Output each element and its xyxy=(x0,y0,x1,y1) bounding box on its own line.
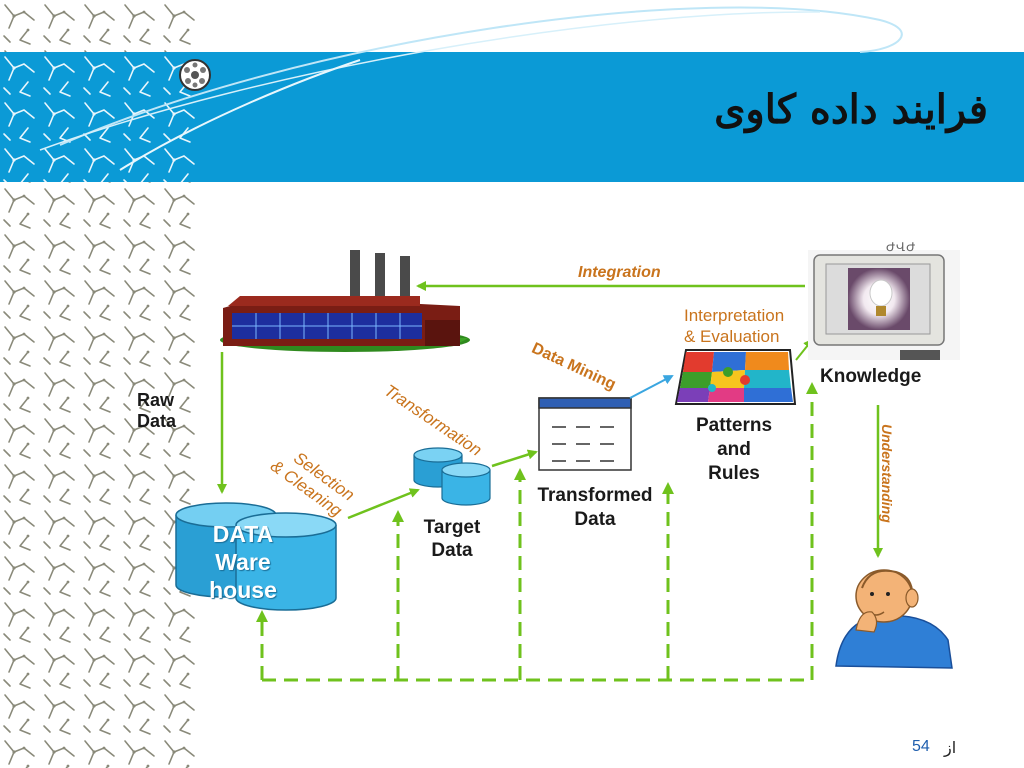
patterns-rules-line: and xyxy=(717,439,751,460)
thinking-person-icon xyxy=(835,569,953,669)
step-interpretation-line: Interpretation xyxy=(684,306,785,325)
page-of-label: از xyxy=(944,738,957,757)
target-data-icon xyxy=(413,447,491,506)
patterns-rules-label: Patterns and Rules xyxy=(680,414,788,486)
warehouse-label: DATA Ware house xyxy=(188,520,298,604)
page-number: 54 xyxy=(912,738,930,755)
puzzle-icon xyxy=(674,349,797,405)
knowledge-label: Knowledge xyxy=(820,366,922,387)
patterns-rules-line: Rules xyxy=(708,463,760,484)
monitor-caption: ԺՎԺ xyxy=(886,240,917,254)
step-interpretation-line: & Evaluation xyxy=(684,327,780,346)
step-understanding-label: Understanding xyxy=(879,424,895,523)
raw-data-line: Raw xyxy=(137,390,175,410)
patterns-rules-line: Patterns xyxy=(695,415,773,436)
header-band xyxy=(0,52,1024,182)
raw-data-label: Raw Data xyxy=(137,390,176,432)
step-interpretation-label: Interpretation & Evaluation xyxy=(684,305,809,347)
data-warehouse-icon xyxy=(175,502,337,611)
target-data-label: Target Data xyxy=(417,516,487,562)
transformed-data-line: Transformed xyxy=(537,485,653,506)
factory-icon xyxy=(220,250,470,352)
target-data-line: Target xyxy=(423,517,481,538)
slide-title: فرایند داده کاوی xyxy=(714,86,988,133)
raw-data-line: Data xyxy=(137,411,177,431)
warehouse-line: house xyxy=(209,577,277,603)
target-data-line: Data xyxy=(431,540,473,561)
step-integration-label: Integration xyxy=(578,264,661,281)
transformed-data-label: Transformed Data xyxy=(516,484,674,532)
warehouse-line: Ware xyxy=(215,549,271,575)
feedback-loop xyxy=(260,392,814,682)
transformed-data-line: Data xyxy=(574,509,616,530)
warehouse-line: DATA xyxy=(212,521,274,547)
transformed-data-icon xyxy=(538,397,632,471)
flower-ornament-icon xyxy=(179,59,211,91)
monitor-icon xyxy=(808,250,960,360)
